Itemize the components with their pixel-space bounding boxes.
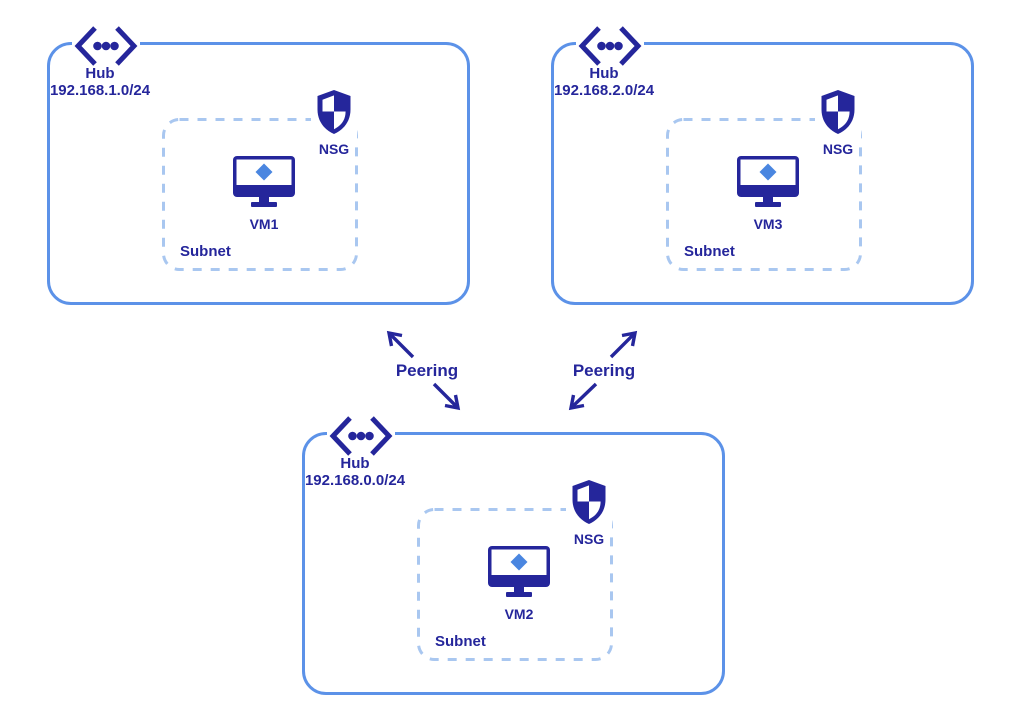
hub-icon	[327, 414, 395, 458]
nsg-label: NSG	[819, 141, 857, 157]
nsg-shield-icon	[311, 89, 357, 140]
peering-label-right: Peering	[572, 361, 636, 380]
subnet-label: Subnet	[684, 243, 735, 260]
hub-name: Hub	[589, 65, 619, 82]
vm-group: VM1	[224, 155, 304, 232]
vnet-hub-3: Hub 192.168.0.0/24 Subnet NSG	[302, 414, 725, 695]
vm-monitor-icon	[736, 156, 800, 212]
vm-monitor-icon	[487, 546, 551, 602]
hub-name: Hub	[85, 65, 115, 82]
nsg-label: NSG	[315, 141, 353, 157]
peering-label-left: Peering	[395, 361, 459, 380]
hub-cidr: 192.168.1.0/24	[49, 82, 151, 99]
hub-cidr: 192.168.0.0/24	[304, 472, 406, 489]
subnet-label: Subnet	[435, 633, 486, 650]
nsg-group: NSG	[308, 89, 360, 159]
vm-monitor-icon	[232, 156, 296, 212]
vm-label: VM3	[753, 216, 783, 232]
vnet-hub-1: Hub 192.168.1.0/24 Subnet NSG	[47, 24, 470, 305]
subnet-label: Subnet	[180, 243, 231, 260]
hub-icon	[72, 24, 140, 68]
hub-label-block: Hub 192.168.2.0/24	[524, 65, 684, 99]
vm-label: VM2	[504, 606, 534, 622]
nsg-label: NSG	[570, 531, 608, 547]
vnet-hub-2: Hub 192.168.2.0/24 Subnet NSG	[551, 24, 974, 305]
nsg-group: NSG	[812, 89, 864, 159]
nsg-shield-icon	[815, 89, 861, 140]
vm-group: VM3	[728, 155, 808, 232]
vm-group: VM2	[479, 545, 559, 622]
hub-icon	[576, 24, 644, 68]
nsg-shield-icon	[566, 479, 612, 530]
subnet-boundary	[417, 508, 613, 661]
hub-label-block: Hub 192.168.0.0/24	[275, 455, 435, 489]
vm-label: VM1	[249, 216, 279, 232]
hub-name: Hub	[340, 455, 370, 472]
hub-cidr: 192.168.2.0/24	[553, 82, 655, 99]
subnet-boundary	[162, 118, 358, 271]
subnet-boundary	[666, 118, 862, 271]
nsg-group: NSG	[563, 479, 615, 549]
hub-label-block: Hub 192.168.1.0/24	[20, 65, 180, 99]
